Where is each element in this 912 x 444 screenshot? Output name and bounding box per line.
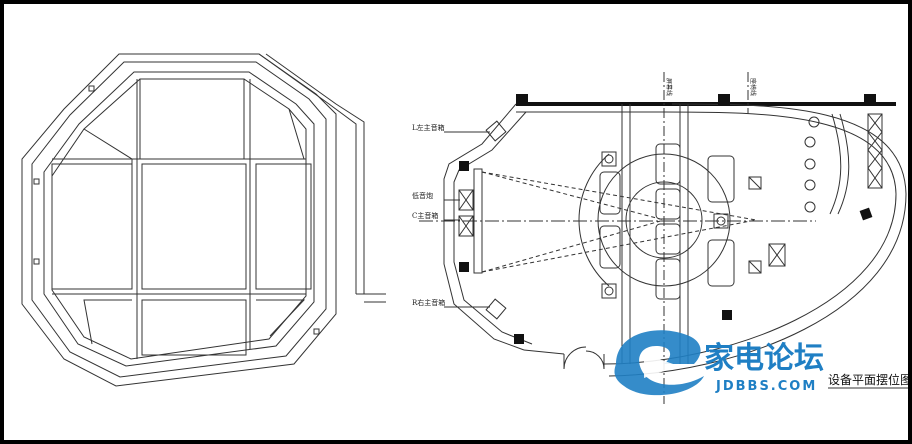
watermark-brand-cn: 家电论坛	[704, 341, 824, 376]
drawing-sheet: L左主音箱 低音炮 C主音箱 R右主音箱 屏幕线 座椅线 家电论坛 JDBBS.…	[4, 4, 908, 440]
label-subwoofer: 低音炮	[412, 191, 433, 200]
label-center-speaker: C主音箱	[412, 211, 438, 220]
octagon-ceiling-plan	[21, 53, 386, 387]
equipment-layout-plan	[419, 72, 907, 404]
label-left-front-speaker: L左主音箱	[412, 123, 445, 132]
equipment-markers	[459, 94, 876, 344]
drawing-title: 设备平面摆位图	[828, 372, 908, 387]
jdbbs-logo	[614, 330, 704, 396]
floor-plan-drawing: L左主音箱 低音炮 C主音箱 R右主音箱 屏幕线 座椅线 家电论坛 JDBBS.…	[21, 53, 908, 404]
label-right-front-speaker: R右主音箱	[412, 298, 445, 307]
label-reference-line-a: 屏幕线	[665, 78, 673, 96]
watermark-brand-en: JDBBS.COM	[715, 379, 817, 394]
label-reference-line-b: 座椅线	[749, 78, 757, 96]
